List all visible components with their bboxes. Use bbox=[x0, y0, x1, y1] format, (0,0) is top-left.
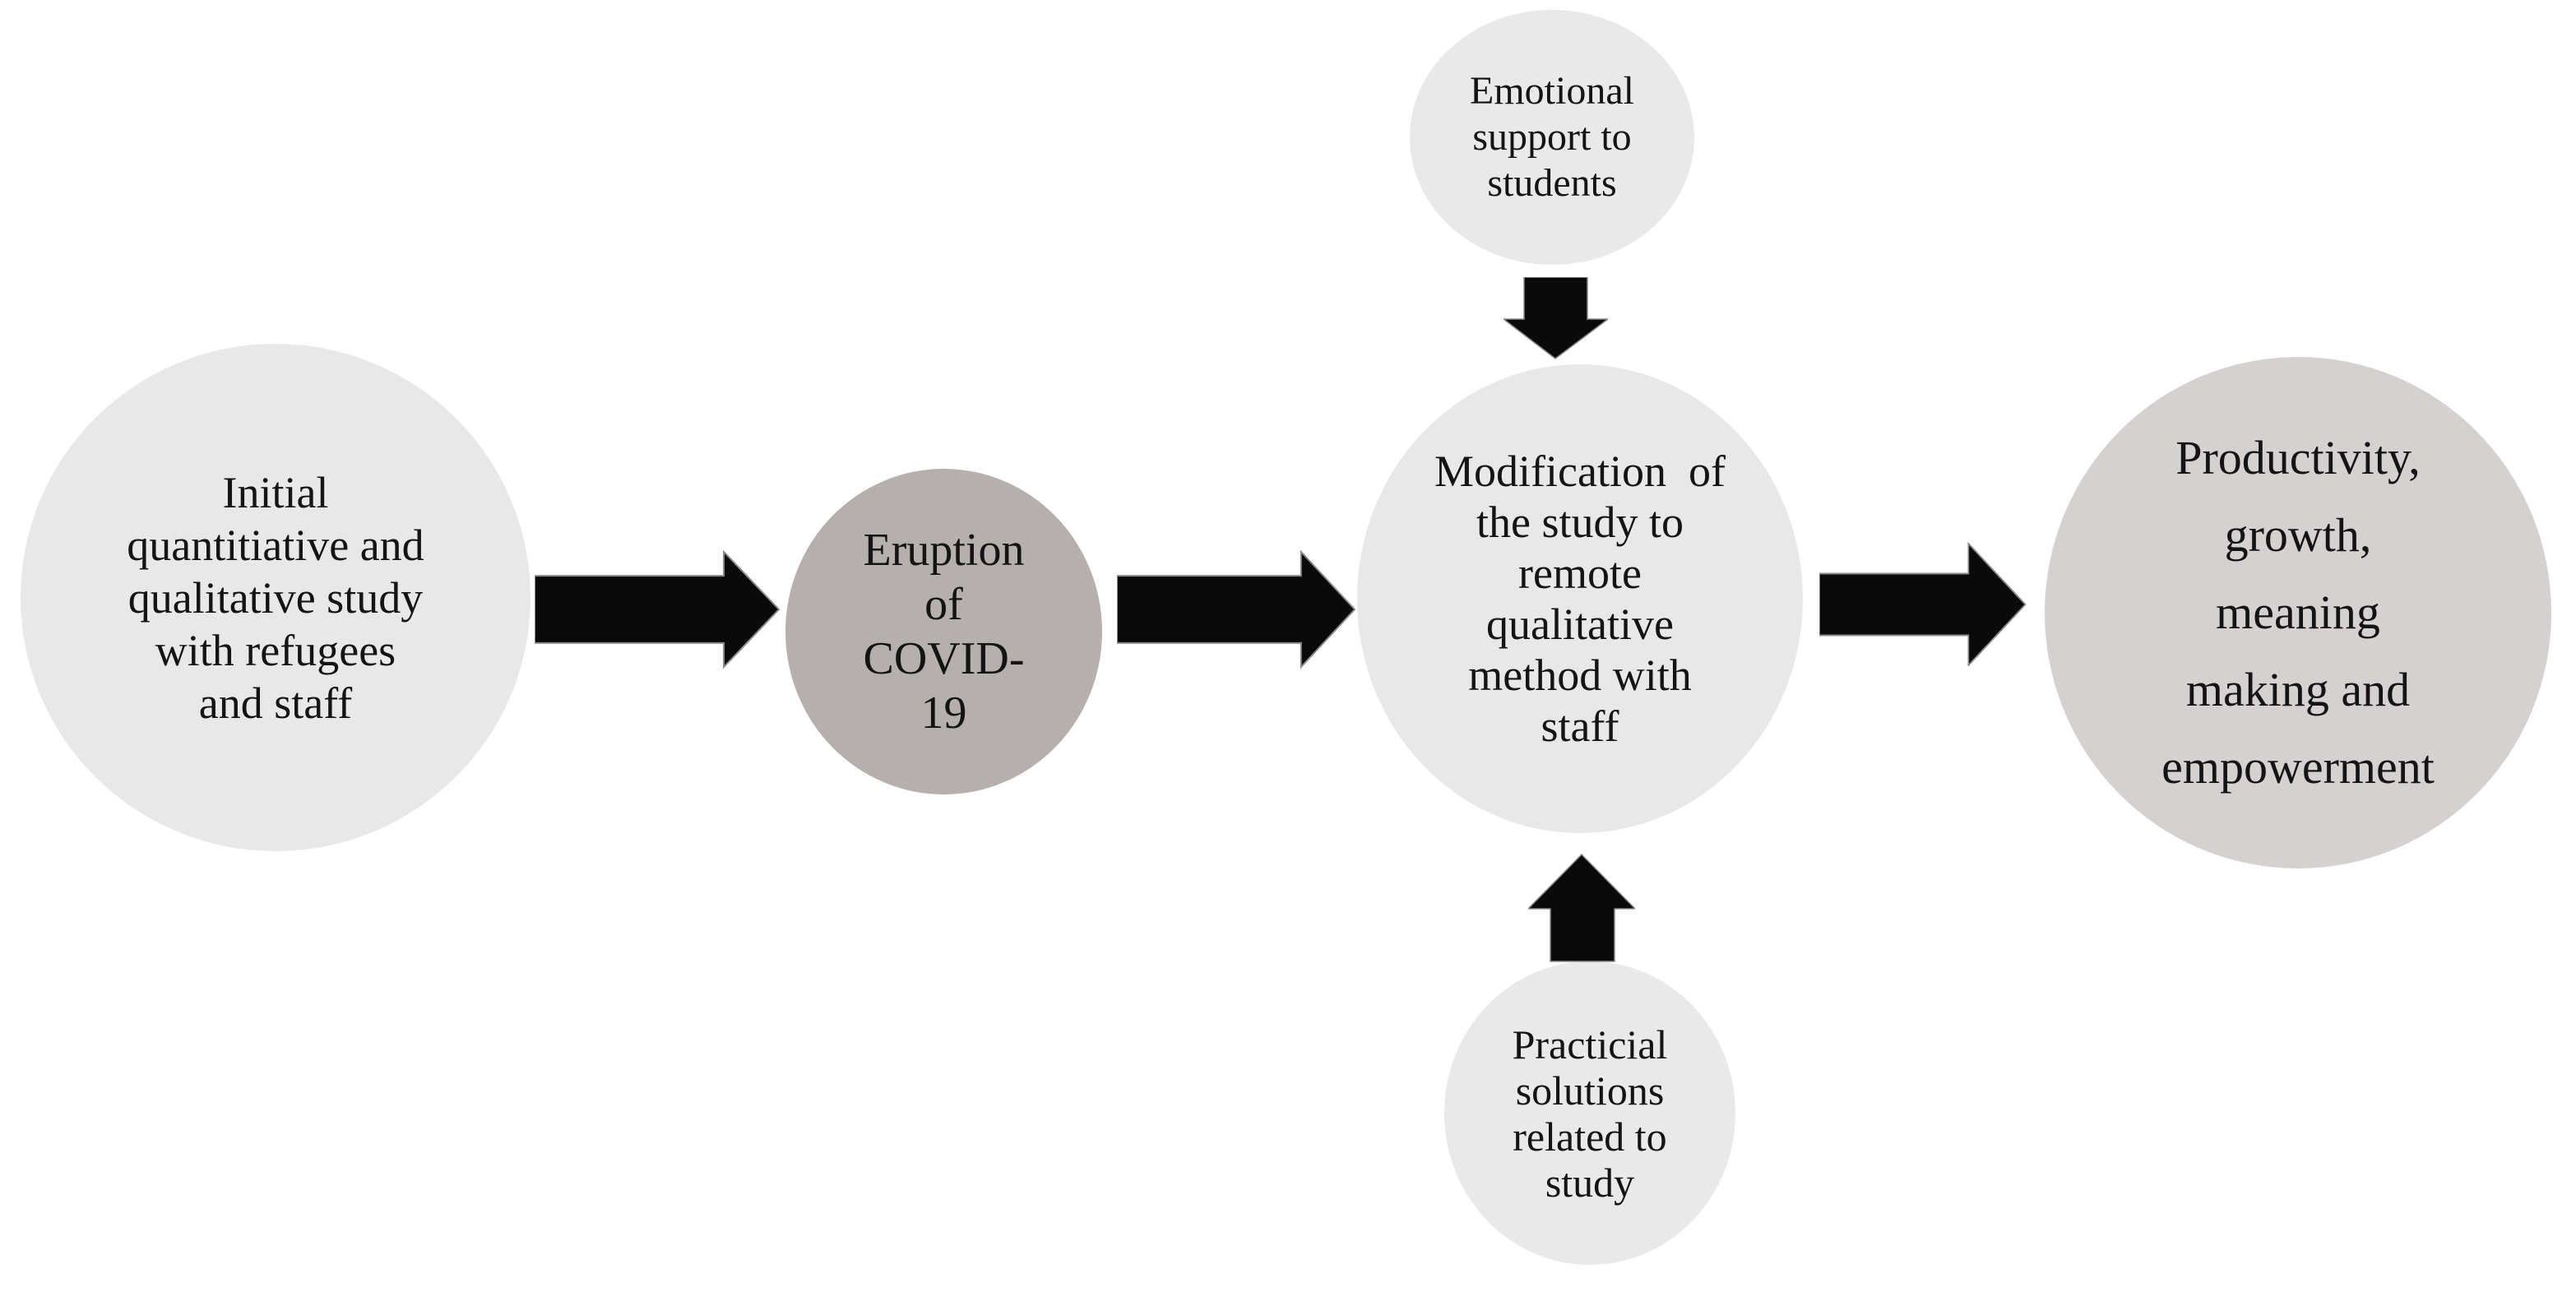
right-arrow-icon bbox=[1117, 549, 1356, 669]
node-emotional-support: Emotional support to students bbox=[1410, 10, 1694, 265]
node-practical-solutions: Practicial solutions related to study bbox=[1444, 961, 1735, 1265]
node-covid-eruption-label: Eruption of COVID- 19 bbox=[863, 525, 1025, 739]
up-arrow-icon bbox=[1528, 854, 1635, 962]
arrow-initial-to-covid-icon bbox=[535, 549, 781, 669]
right-arrow-icon bbox=[1819, 541, 2027, 666]
arrow-covid-to-modification-icon bbox=[1117, 549, 1357, 669]
node-outcomes-label: Productivity, growth, meaning making and… bbox=[2161, 431, 2435, 794]
arrow-modification-to-outcomes-icon bbox=[1819, 541, 2027, 666]
node-initial-study: Initial quantitiative and qualitative st… bbox=[21, 344, 530, 851]
down-arrow-icon bbox=[1503, 277, 1608, 359]
arrow-emotional-to-modification-icon bbox=[1503, 277, 1608, 359]
node-modification-label: Modification of the study to remote qual… bbox=[1434, 447, 1726, 751]
node-modification: Modification of the study to remote qual… bbox=[1357, 364, 1803, 833]
arrow-practical-to-modification-icon bbox=[1528, 854, 1635, 962]
node-covid-eruption: Eruption of COVID- 19 bbox=[785, 469, 1102, 794]
node-outcomes: Productivity, growth, meaning making and… bbox=[2045, 357, 2551, 868]
node-practical-solutions-label: Practicial solutions related to study bbox=[1512, 1021, 1668, 1206]
right-arrow-icon bbox=[535, 549, 781, 669]
node-emotional-support-label: Emotional support to students bbox=[1470, 69, 1634, 205]
node-initial-study-label: Initial quantitiative and qualitative st… bbox=[127, 467, 424, 728]
